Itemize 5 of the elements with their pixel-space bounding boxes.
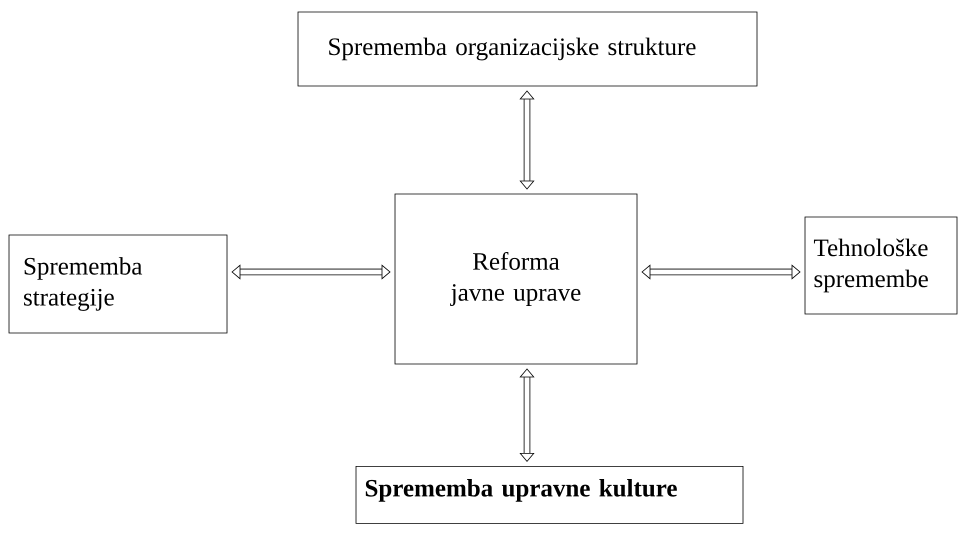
process-box: Sprememba organizacijske strukture	[298, 12, 758, 86]
process-box: Sprememba upravne kulture	[356, 466, 744, 524]
process-box: Sprememba strategije	[8, 234, 228, 334]
process-box: Tehnološke spremembe	[804, 216, 958, 314]
process-box: Reforma javne uprave	[394, 194, 638, 364]
